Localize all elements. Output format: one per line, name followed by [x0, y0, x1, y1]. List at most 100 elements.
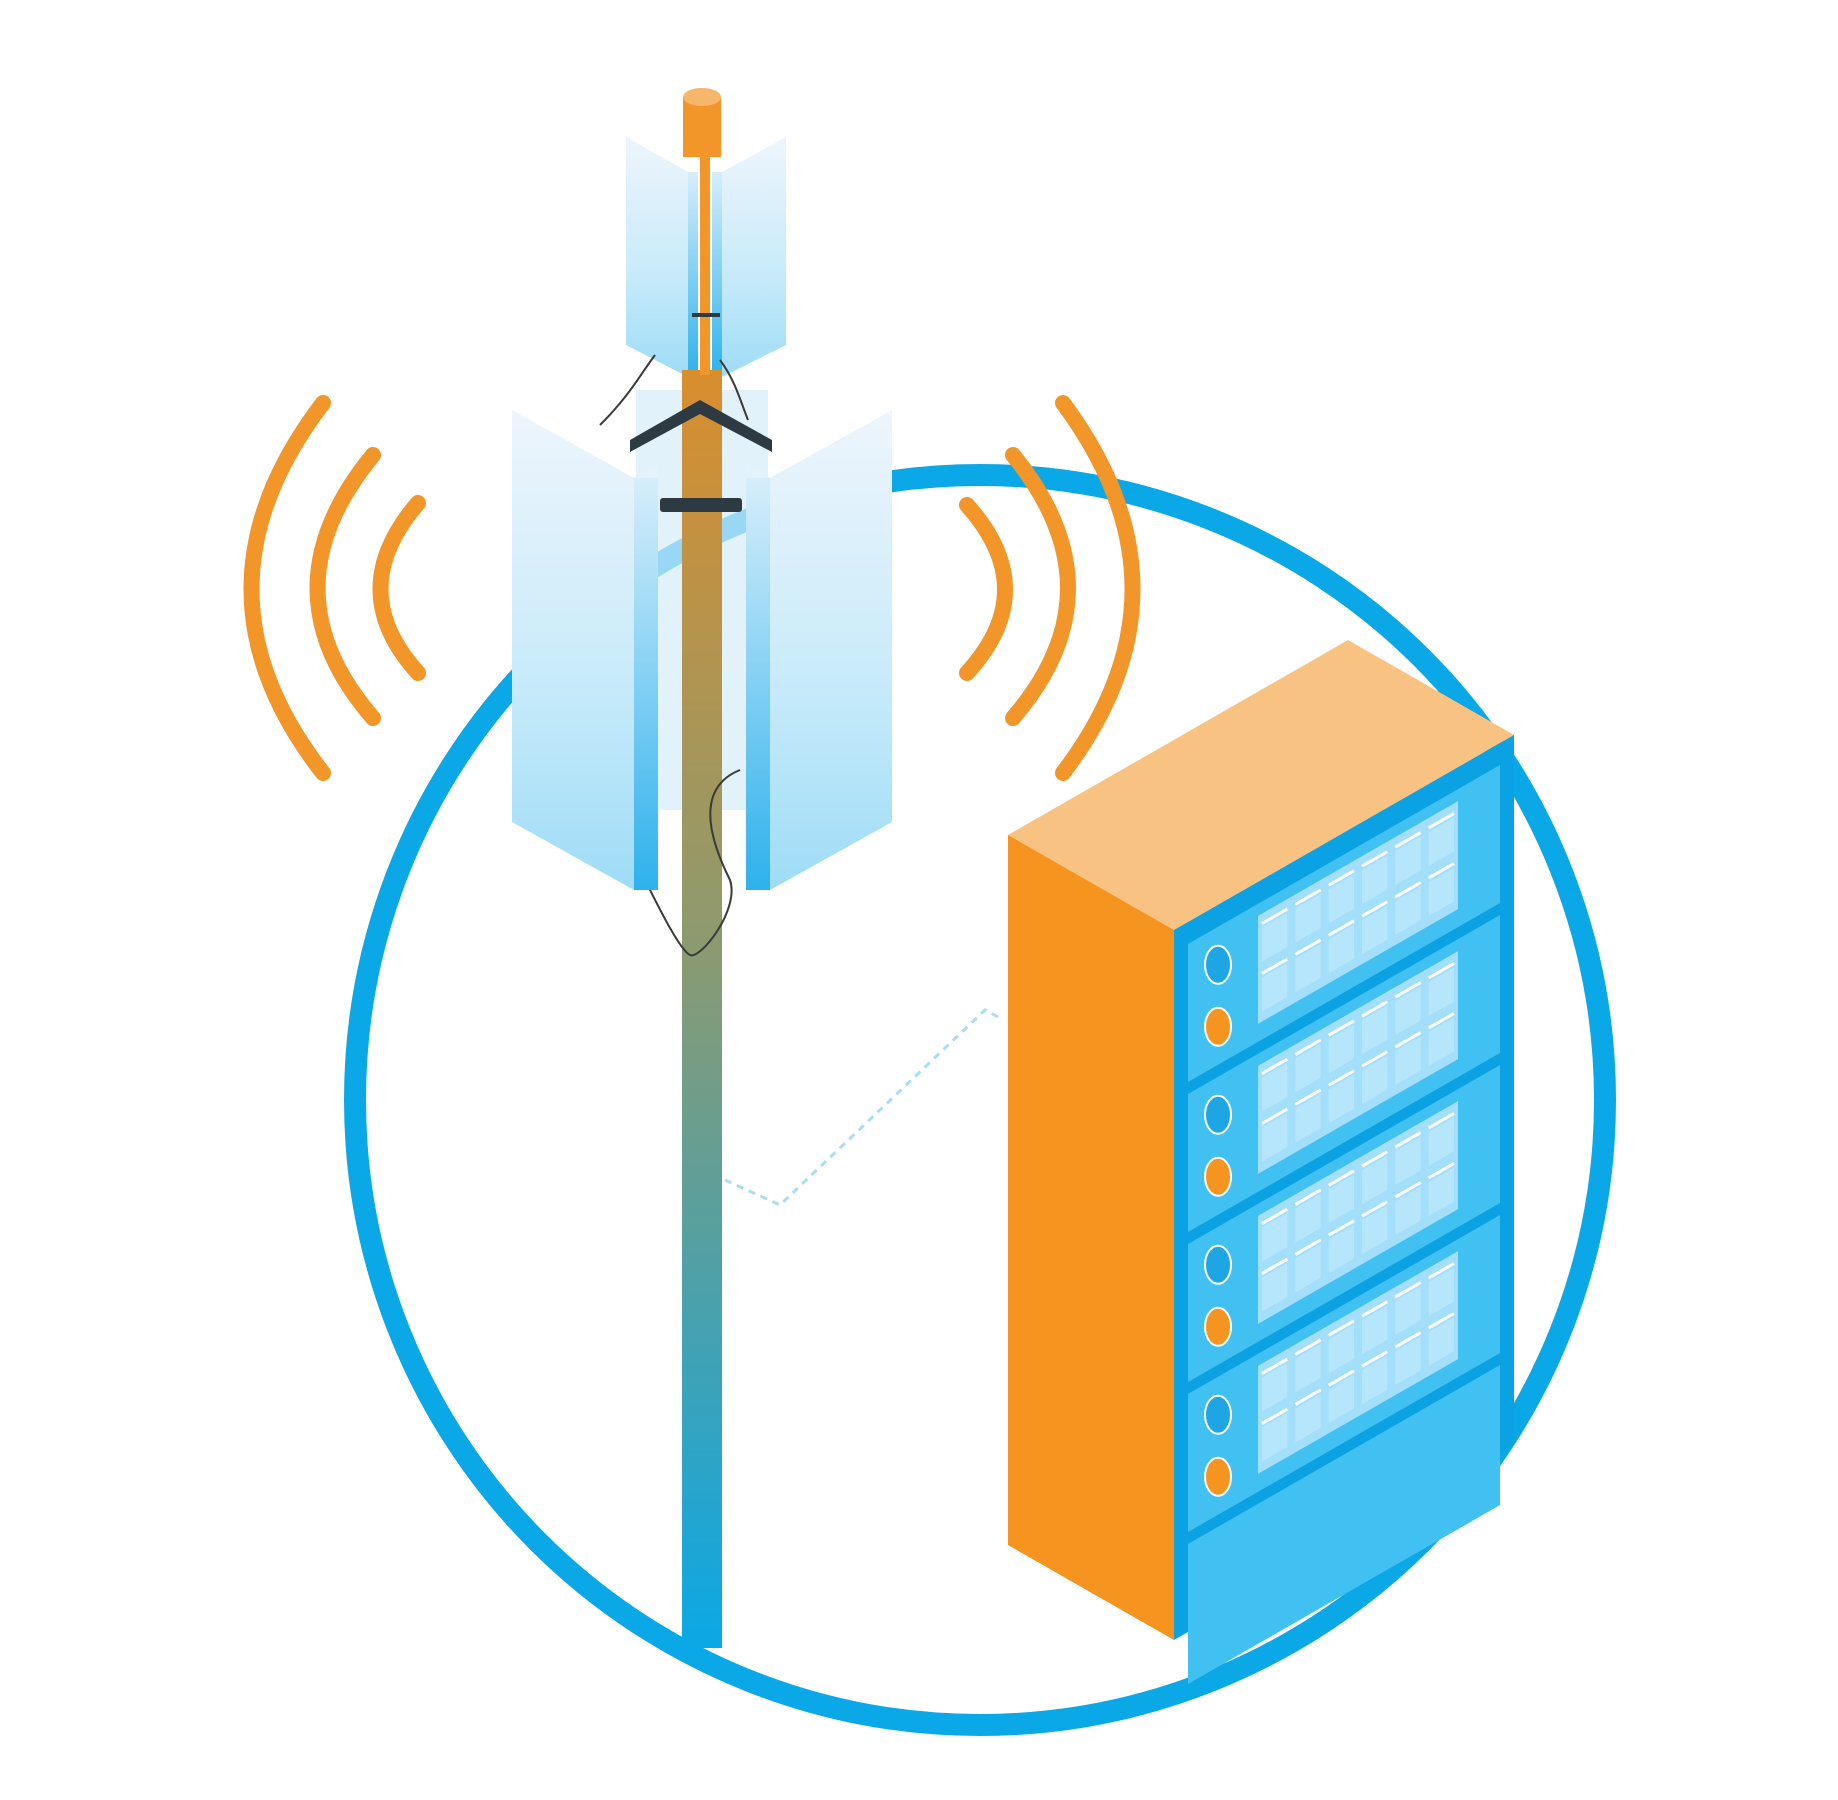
drive-slot	[1427, 1112, 1455, 1130]
drive-tray	[1428, 1117, 1454, 1166]
drive-slot	[1361, 1200, 1389, 1218]
server-rack-icon	[1008, 640, 1514, 1684]
drive-slot	[1294, 1188, 1322, 1206]
drive-slot	[1294, 938, 1322, 956]
drive-tray	[1395, 886, 1421, 936]
drive-slot	[1427, 1162, 1455, 1180]
drive-slot	[1327, 1019, 1355, 1037]
drive-tray	[1362, 905, 1388, 955]
signal-arc-right-middle	[1005, 447, 1076, 726]
drive-slot	[1261, 1207, 1289, 1225]
status-led-blue	[1204, 1394, 1232, 1435]
drive-slot	[1427, 1312, 1455, 1330]
mast-clamp	[660, 498, 742, 512]
drive-tray	[1395, 986, 1421, 1036]
drive-tray	[1262, 913, 1288, 962]
drive-tray	[1328, 1174, 1354, 1224]
drive-tray	[1262, 1263, 1288, 1312]
signal-arc-left-inner	[372, 495, 426, 681]
status-led-orange	[1204, 1156, 1232, 1197]
antenna-tip	[683, 97, 721, 157]
drive-tray	[1328, 1324, 1354, 1374]
drive-slot	[1361, 1050, 1389, 1068]
drive-tray	[1328, 1074, 1354, 1124]
cable	[599, 354, 656, 426]
drive-slot	[1294, 1388, 1322, 1406]
drive-tray	[1328, 924, 1354, 974]
lower-antenna-panel-left-cap	[634, 464, 658, 478]
status-led-orange	[1204, 1006, 1232, 1047]
rack-top	[1008, 640, 1514, 930]
tower-mast	[682, 370, 722, 1648]
rack-side	[1008, 835, 1174, 1640]
drive-slot	[1427, 1262, 1455, 1280]
upper-antenna-panel-right	[722, 137, 786, 377]
drive-slot	[1327, 1319, 1355, 1337]
signal-arc-right-outer	[1055, 395, 1141, 781]
drive-slot	[1294, 1088, 1322, 1106]
drive-tray	[1262, 1213, 1288, 1262]
drive-tray	[1295, 1043, 1321, 1093]
drive-tray	[1295, 1093, 1321, 1143]
drive-slot	[1361, 900, 1389, 918]
drive-slot	[1261, 907, 1289, 925]
lower-antenna-edge-right	[746, 478, 770, 890]
drive-slot	[1261, 1107, 1289, 1125]
drive-tray	[1395, 1286, 1421, 1336]
drive-slot	[1361, 1150, 1389, 1168]
upper-antenna-edge-left	[688, 172, 698, 377]
drive-slot	[1394, 1131, 1422, 1149]
drive-slot	[1261, 1057, 1289, 1075]
drive-tray	[1395, 1136, 1421, 1186]
signal-arc-left-middle	[309, 447, 381, 726]
drive-slot	[1261, 1407, 1289, 1425]
drive-slot	[1394, 981, 1422, 999]
drive-slot	[1394, 1281, 1422, 1299]
network-circle-icon	[344, 464, 1616, 1736]
drive-slot	[1361, 1300, 1389, 1318]
drive-tray	[1362, 1205, 1388, 1255]
drive-tray	[1428, 1017, 1454, 1066]
drive-tray	[1295, 943, 1321, 993]
drive-tray	[1362, 1155, 1388, 1205]
drive-slot	[1394, 1331, 1422, 1349]
wireless-signal-icon	[243, 395, 1141, 781]
drive-tray	[1262, 1413, 1288, 1462]
drive-tray	[1395, 836, 1421, 886]
drive-tray	[1295, 1193, 1321, 1243]
upper-bracket	[692, 313, 720, 317]
drive-slot	[1294, 1338, 1322, 1356]
status-led-orange	[1204, 1456, 1232, 1497]
server-unit	[1188, 1365, 1500, 1684]
signal-arc-right-inner	[959, 497, 1013, 681]
drive-tray	[1428, 967, 1454, 1016]
drive-slot	[1394, 881, 1422, 899]
drive-tray	[1328, 1224, 1354, 1274]
drive-tray	[1262, 1063, 1288, 1112]
drive-tray	[1295, 893, 1321, 943]
drive-tray	[1328, 874, 1354, 924]
drive-tray	[1328, 1024, 1354, 1074]
drive-slot	[1427, 812, 1455, 830]
drive-tray	[1362, 1305, 1388, 1355]
status-led-orange	[1204, 1306, 1232, 1347]
status-led-blue	[1204, 944, 1232, 985]
drive-tray	[1362, 1005, 1388, 1055]
drive-tray	[1295, 1343, 1321, 1393]
lower-antenna-edge-left	[634, 478, 658, 890]
cell-tower-icon	[512, 88, 892, 1648]
bracket-arms	[630, 400, 772, 452]
drive-tray	[1362, 855, 1388, 905]
drive-tray	[1262, 1113, 1288, 1162]
drive-tray	[1428, 867, 1454, 916]
drive-slot	[1427, 862, 1455, 880]
drive-tray	[1328, 1374, 1354, 1424]
drive-tray	[1395, 1186, 1421, 1236]
drive-slot	[1327, 869, 1355, 887]
drive-slot	[1261, 957, 1289, 975]
drive-slot	[1361, 850, 1389, 868]
drive-slot	[1294, 888, 1322, 906]
drive-slot	[1327, 919, 1355, 937]
drive-tray	[1295, 1243, 1321, 1293]
drive-slot	[1361, 1000, 1389, 1018]
